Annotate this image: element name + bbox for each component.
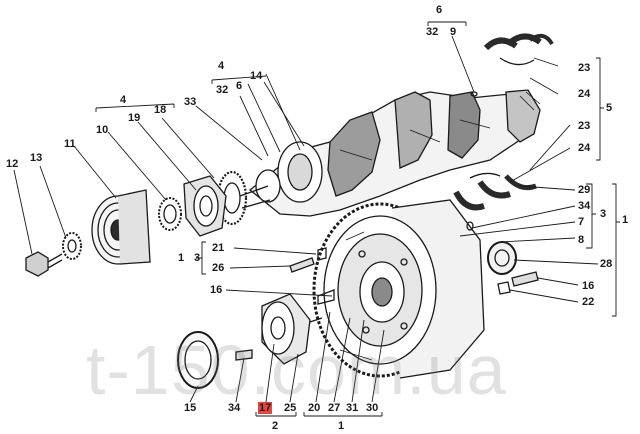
callout-27: 27 [328,402,341,414]
callout-28: 28 [600,258,613,270]
callout-8: 8 [578,234,585,246]
crankshaft [239,89,541,217]
callout-23-bottom: 23 [578,120,591,132]
washer [62,232,82,260]
callout-24-bottom: 24 [578,142,591,154]
callout-10: 10 [96,124,109,136]
callout-21: 21 [212,242,225,254]
callout-25: 25 [284,402,297,414]
callout-17-highlighted[interactable]: 17 [258,402,273,414]
pulley-hub [183,175,227,237]
callout-34-bottom: 34 [228,402,241,414]
group-brackets [95,21,620,417]
callout-18: 18 [154,104,167,116]
flywheel [312,199,485,379]
callout-4-upper: 4 [218,60,225,72]
callout-6-top: 6 [436,4,443,16]
callout-4-left: 4 [120,94,127,106]
timing-gear [216,170,248,226]
callout-6-left: 6 [236,80,243,92]
callout-3-left: 3 [194,252,201,264]
callout-32-left: 32 [216,84,229,96]
callout-31: 31 [346,402,359,414]
callout-5: 5 [606,102,613,114]
crank-bolt [25,251,63,277]
callout-1-bottom: 1 [338,420,345,432]
callout-19: 19 [128,112,141,124]
damper-pulley [91,189,151,265]
callout-13: 13 [30,152,43,164]
callout-3-right: 3 [600,208,607,220]
callout-16-right: 16 [582,280,595,292]
callout-22: 22 [582,296,595,308]
callout-20: 20 [308,402,321,414]
callout-2: 2 [272,420,279,432]
callout-14: 14 [250,70,263,82]
leader-lines [13,35,599,403]
callout-7: 7 [578,216,585,228]
callout-24-top: 24 [578,88,591,100]
callout-9: 9 [450,26,457,38]
callout-33: 33 [184,96,197,108]
callout-30: 30 [366,402,379,414]
collar [158,197,182,231]
callout-23-top: 23 [578,62,591,74]
main-bearing-shells-lower [453,172,537,211]
callout-29: 29 [578,184,591,196]
small-fasteners [235,91,539,361]
callout-26: 26 [212,262,225,274]
callout-1-right: 1 [622,214,629,226]
callout-1-left: 1 [178,252,185,264]
watermark: t-150.com.ua [86,331,507,409]
main-bearing-shells-upper [483,33,554,66]
callout-34-right: 34 [578,200,591,212]
callout-12: 12 [6,158,19,170]
callout-11: 11 [64,138,76,150]
pilot-bearing [487,241,517,275]
callout-15: 15 [184,402,197,414]
seal-ring [177,331,219,389]
callout-32-top: 32 [426,26,439,38]
callout-16-left: 16 [210,284,223,296]
